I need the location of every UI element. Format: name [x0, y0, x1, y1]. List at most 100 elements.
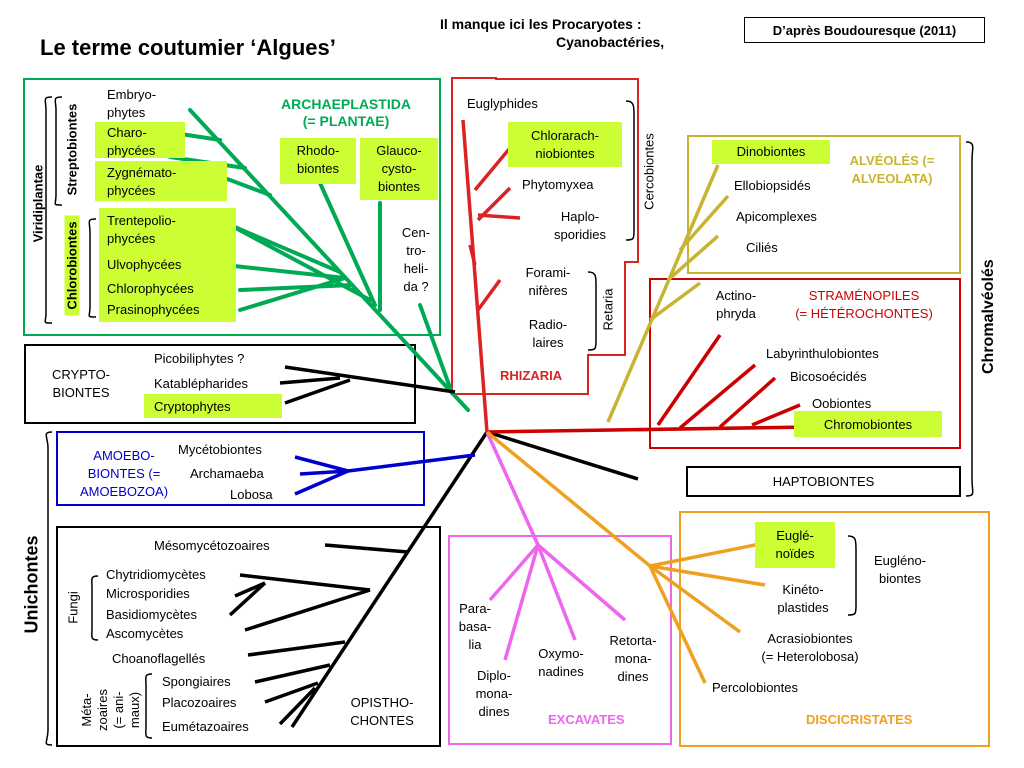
label-trentepoliophycees-2: phycées [107, 231, 156, 246]
label-centroheliida-4: da ? [403, 279, 429, 294]
label-actinophryda-2: phryda [716, 306, 756, 321]
label-euglenoides-2: noïdes [775, 546, 815, 561]
label-phytomyxea: Phytomyxea [522, 177, 594, 192]
label-prasinophycees: Prasinophycées [107, 302, 200, 317]
label-kinetoplastides-2: plastides [777, 600, 829, 615]
rhizaria-title: RHIZARIA [500, 368, 563, 383]
label-diplomonadines-3: dines [478, 704, 510, 719]
label-rhodobiontes-1: Rhodo- [296, 143, 340, 158]
haptobiontes-label: HAPTOBIONTES [772, 474, 875, 489]
cryptobiontes-title-2: BIONTES [52, 385, 110, 400]
label-ascomycetes: Ascomycètes [106, 626, 184, 641]
label-diplomonadines-2: mona- [475, 686, 513, 701]
label-lobosa: Lobosa [230, 487, 273, 502]
label-centroheliida-1: Cen- [401, 225, 431, 240]
metazoaires-label-3: (= ani- [111, 691, 126, 729]
alveoles-title-2: ALVEOLATA) [851, 171, 933, 186]
note-line-1: Il manque ici les Procaryotes : [440, 16, 642, 32]
label-apicomplexes: Apicomplexes [736, 209, 817, 224]
metazoaires-label-group: Méta- zoaires (= ani- maux) [63, 672, 143, 748]
label-dinobiontes: Dinobiontes [736, 144, 806, 159]
rhodobiontes-highlight [280, 138, 356, 184]
metazoaires-label-4: maux) [127, 691, 142, 729]
label-parabasalia-2: basa- [458, 619, 492, 634]
alveoles-title-1: ALVÉOLÉS (= [849, 153, 935, 168]
label-parabasalia-3: lia [468, 637, 482, 652]
label-euglenoides-1: Euglé- [776, 528, 814, 543]
zygnematophycees-highlight [95, 161, 227, 201]
label-chytridiomycetes: Chytridiomycètes [106, 567, 206, 582]
label-labyrinthulobiontes: Labyrinthulobiontes [766, 346, 879, 361]
cryptobiontes-box [24, 344, 416, 424]
label-microsporidies: Microsporidies [106, 586, 190, 601]
metazoaires-label-2: zoaires [95, 689, 110, 731]
amoebobiontes-title-3: AMOEBOZOA) [79, 484, 169, 499]
label-euglenobiontes-1: Eugléno- [873, 553, 927, 568]
euglenoides-highlight [755, 522, 835, 568]
label-cryptophytes: Cryptophytes [154, 399, 231, 414]
source-label: D’après Boudouresque (2011) [772, 23, 957, 38]
retaria-label: Retaria [600, 288, 616, 331]
chromalveoles-label: Chromalvéolés [980, 259, 997, 374]
label-foraminiferes-2: nifères [528, 283, 568, 298]
label-mesomycetozoaires: Mésomycétozoaires [154, 538, 270, 553]
label-zygnematophycees-1: Zygnémato- [107, 165, 177, 180]
label-trentepoliophycees-1: Trentepolio- [107, 213, 176, 228]
discicristates-title: DISCICRISTATES [806, 712, 913, 727]
unichontes-label: Unichontes [21, 535, 42, 634]
chlorarachniobiontes-highlight [508, 122, 622, 167]
label-retortamonadines-1: Retorta- [609, 633, 657, 648]
alveoles-box [687, 135, 961, 274]
label-diplomonadines-1: Diplo- [477, 668, 511, 683]
label-katablepharides: Katablépharides [154, 376, 248, 391]
label-haplosporidies-1: Haplo- [560, 209, 600, 224]
rhizaria-box [451, 77, 639, 395]
dinobiontes-highlight [712, 140, 830, 164]
label-oxymonadines-2: nadines [538, 664, 584, 679]
label-haplosporidies-2: sporidies [553, 227, 607, 242]
label-actinophryda-1: Actino- [715, 288, 757, 303]
amoebobiontes-box [56, 431, 425, 506]
opisthochontes-title-2: CHONTES [350, 713, 414, 728]
label-spongiaires: Spongiaires [162, 674, 231, 689]
label-ellobiopsides: Ellobiopsidés [734, 178, 811, 193]
note-line-2: Cyanobactéries, [556, 34, 665, 50]
label-foraminiferes-1: Forami- [525, 265, 571, 280]
label-kinetoplastides-1: Kinéto- [782, 582, 824, 597]
label-bicosoecides: Bicosoécidés [790, 369, 867, 384]
label-basidiomycetes: Basidiomycètes [106, 607, 198, 622]
label-radiolaires-1: Radio- [528, 317, 568, 332]
label-placozoaires: Placozoaires [162, 695, 237, 710]
label-archamaeba: Archamaeba [190, 466, 264, 481]
streptobiontes-label: Streptobiontes [64, 103, 80, 196]
label-retortamonadines-3: dines [617, 669, 649, 684]
charophycees-highlight [95, 122, 185, 158]
label-acrasiobiontes-1: Acrasiobiontes [767, 631, 853, 646]
label-chlorarachniobiontes-2: niobiontes [535, 146, 595, 161]
label-percolobiontes: Percolobiontes [712, 680, 798, 695]
haptobiontes-box [686, 466, 961, 497]
label-centroheliida-3: heli- [403, 261, 429, 276]
source-box: D’après Boudouresque (2011) [744, 17, 985, 43]
stramenopiles-title-1: STRAMÉNOPILES [808, 288, 920, 303]
label-rhodobiontes-2: biontes [297, 161, 339, 176]
viridiplantae-label: Viridiplantae [30, 164, 46, 243]
label-eumetazoaires: Eumétazoaires [162, 719, 249, 734]
label-chlorarachniobiontes-1: Chlorarach- [531, 128, 599, 143]
label-cilies: Ciliés [746, 240, 778, 255]
fungi-label: Fungi [65, 591, 81, 624]
label-embryophytes-2: phytes [107, 105, 146, 120]
label-mycetobiontes: Mycétobiontes [178, 442, 262, 457]
label-radiolaires-2: laires [532, 335, 564, 350]
label-glaucocystobiontes-3: biontes [378, 179, 420, 194]
label-glaucocystobiontes-2: cysto- [381, 161, 417, 176]
label-oobiontes: Oobiontes [812, 396, 872, 411]
label-chlorophycees: Chlorophycées [107, 281, 194, 296]
cryptobiontes-title-1: CRYPTO- [51, 367, 111, 382]
metazoaires-label-1: Méta- [79, 693, 94, 727]
label-centroheliida-2: tro- [406, 243, 426, 258]
label-retortamonadines-2: mona- [614, 651, 652, 666]
label-picobiliphytes: Picobiliphytes ? [154, 351, 245, 366]
opisthochontes-title-1: OPISTHO- [350, 695, 414, 710]
